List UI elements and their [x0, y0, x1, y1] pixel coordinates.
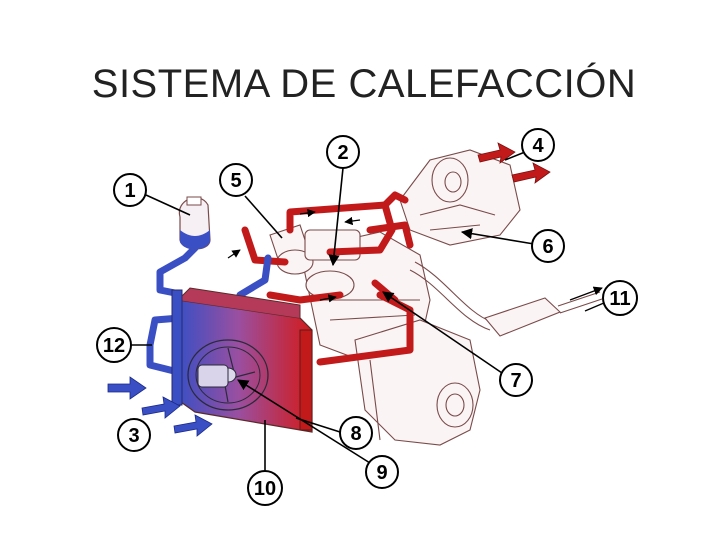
- callout-7: 7: [499, 363, 533, 397]
- callout-12-label: 12: [103, 335, 125, 357]
- callout-11-label: 11: [609, 288, 630, 310]
- callout-8: 8: [339, 416, 373, 450]
- fan-motor: [197, 364, 229, 388]
- callout-5: 5: [219, 163, 253, 197]
- callout-2-label: 2: [337, 142, 348, 164]
- callout-6-label: 6: [542, 236, 553, 258]
- callout-1: 1: [113, 173, 147, 207]
- callout-7-label: 7: [510, 370, 521, 392]
- callout-leaders: [130, 151, 535, 472]
- flow-arrows: [227, 208, 361, 303]
- radiator: [171, 287, 313, 433]
- page-title: SISTEMA DE CALEFACCIÓN: [91, 62, 637, 106]
- callout-9: 9: [365, 455, 399, 489]
- callout-4: 4: [521, 128, 555, 162]
- callout-1-label: 1: [124, 180, 135, 202]
- heater-unit: [399, 149, 521, 246]
- callout-3: 3: [117, 418, 151, 452]
- hot-air-arrows: [477, 142, 551, 184]
- callout-10-label: 10: [254, 478, 276, 500]
- expansion-tank: [178, 196, 211, 250]
- callout-4-label: 4: [532, 135, 544, 157]
- callout-5-label: 5: [230, 170, 241, 192]
- callout-2: 2: [326, 135, 360, 169]
- callout-8-label: 8: [350, 423, 361, 445]
- cold-air-arrows: [107, 376, 213, 437]
- callout-3-label: 3: [128, 425, 139, 447]
- callout-6: 6: [531, 229, 565, 263]
- callout-11: 11: [602, 280, 638, 316]
- callout-9-label: 9: [376, 462, 387, 484]
- callout-10: 10: [247, 470, 283, 506]
- callout-12: 12: [96, 327, 132, 363]
- exhaust-system: [409, 261, 603, 337]
